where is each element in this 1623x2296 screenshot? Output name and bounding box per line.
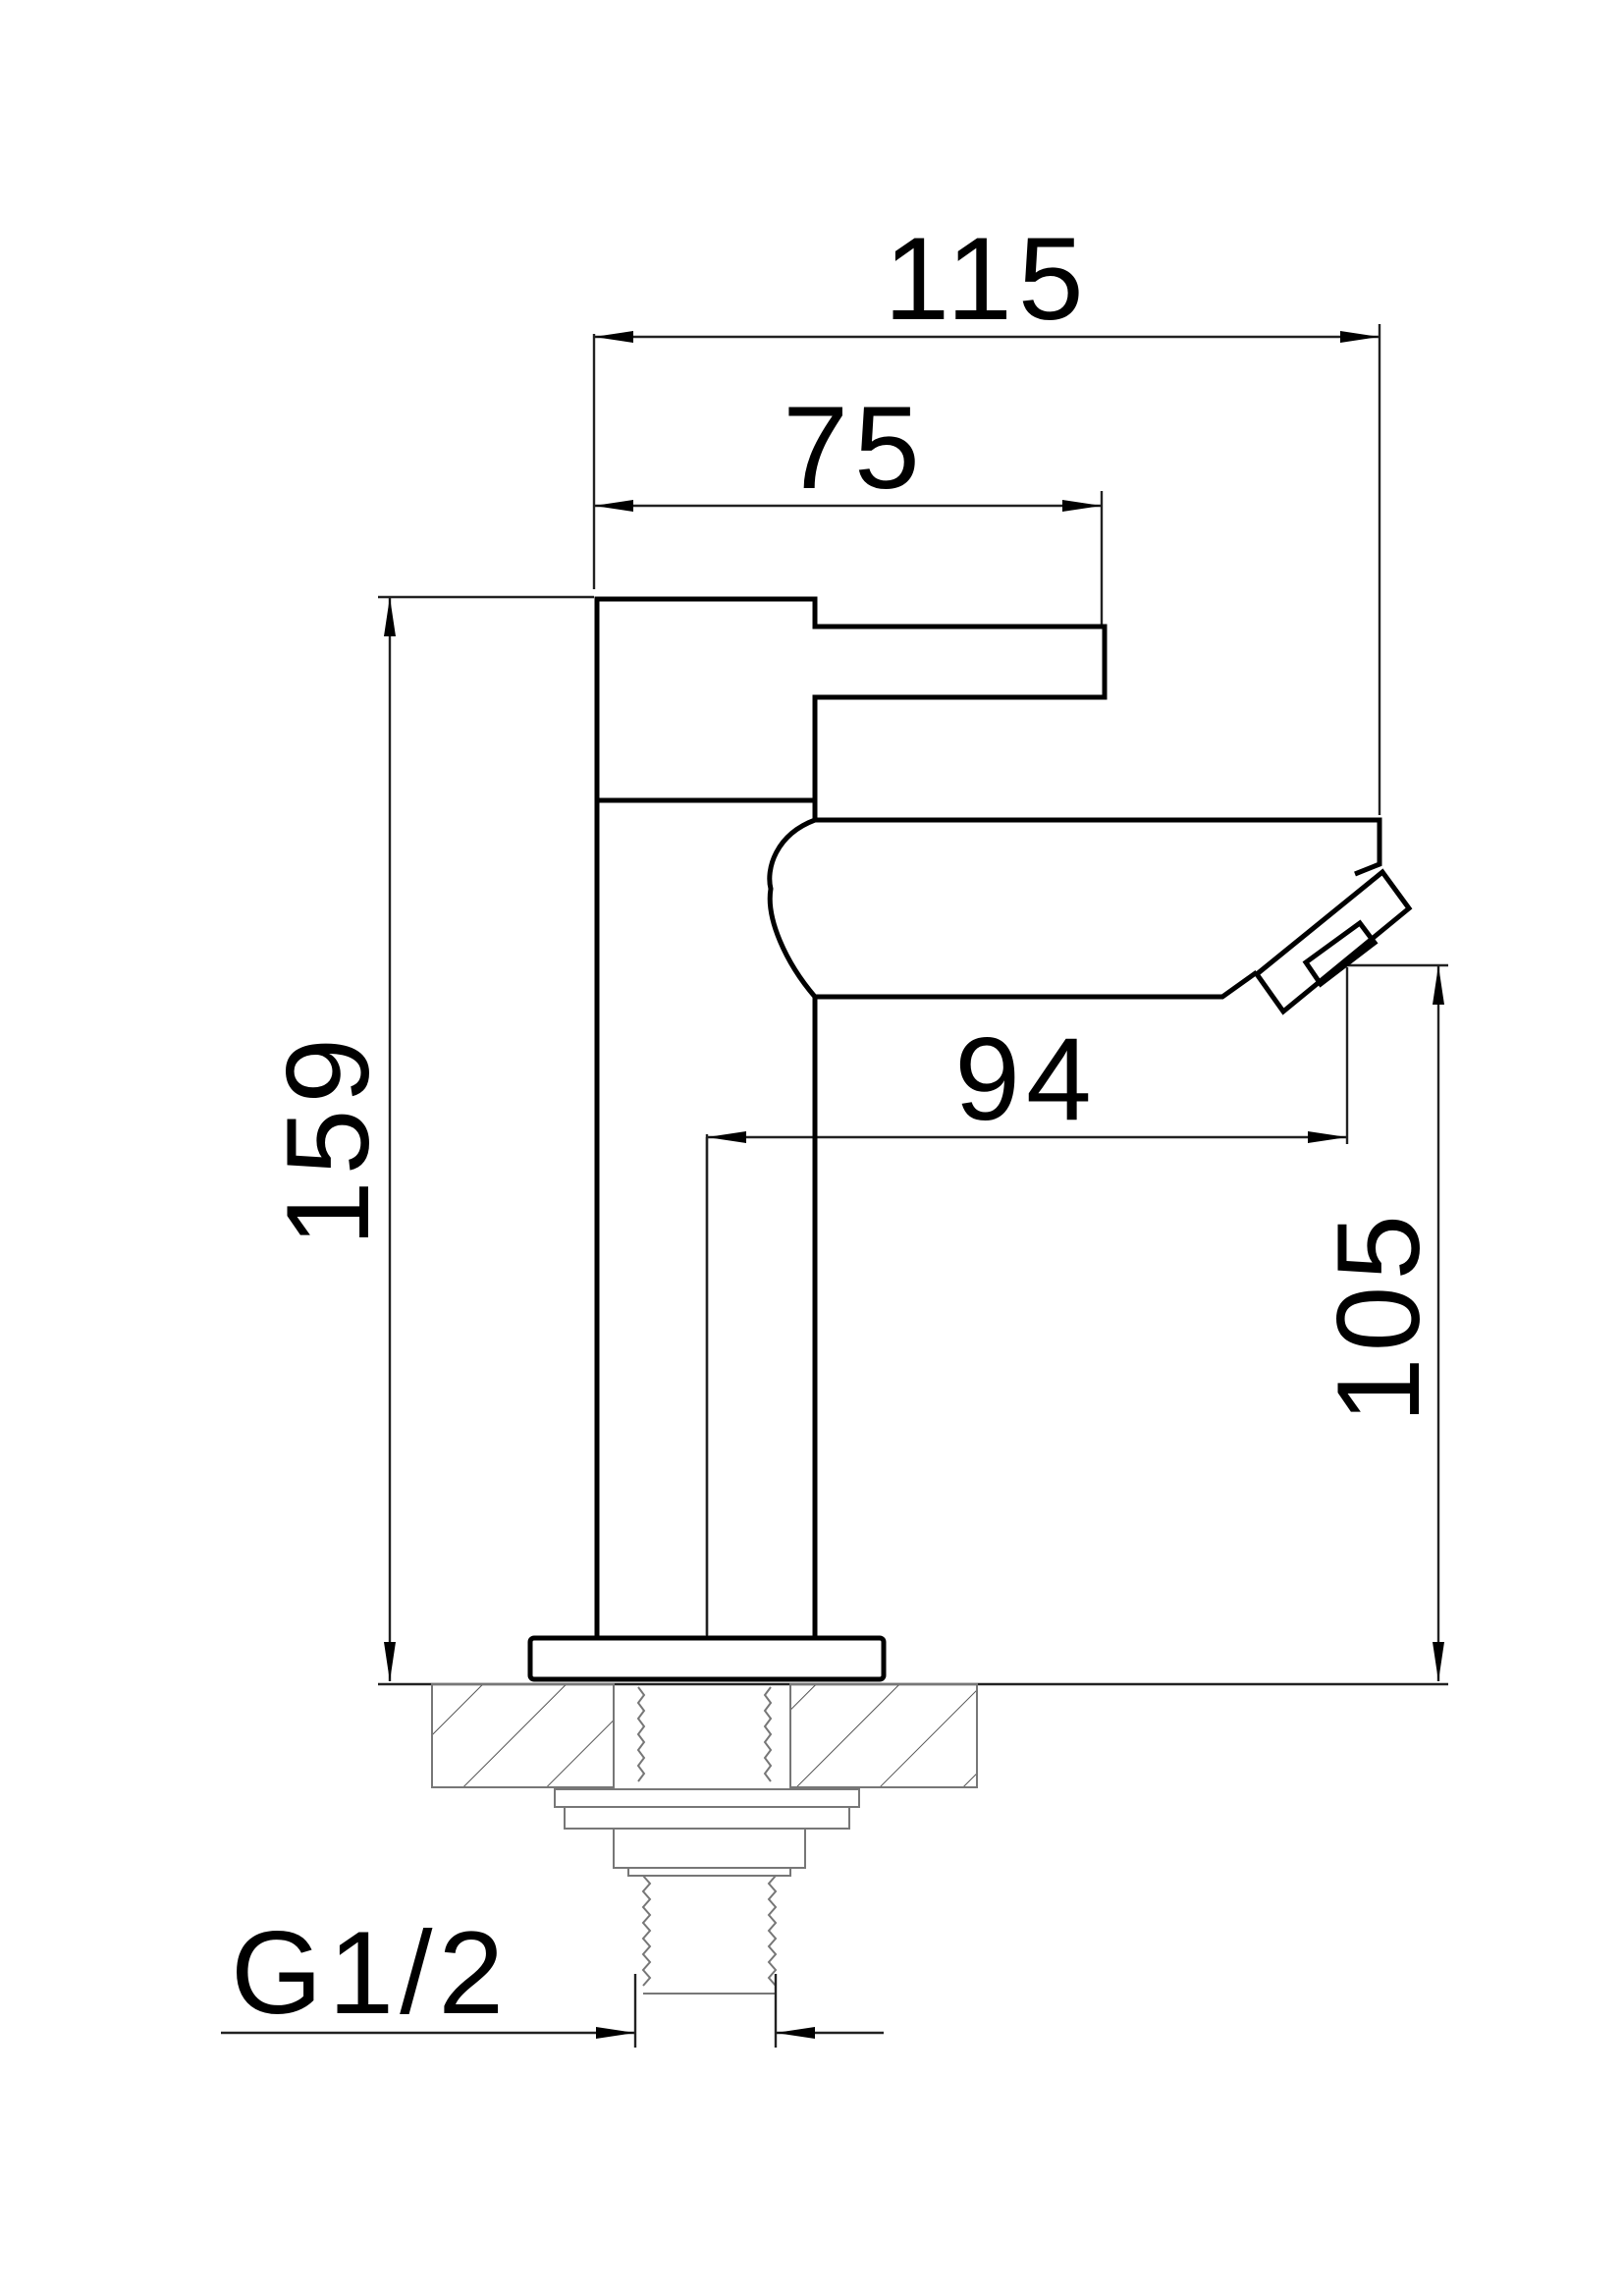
tap-body bbox=[527, 596, 1413, 1682]
worktop-section bbox=[431, 1683, 978, 1788]
fixing-nut bbox=[554, 1788, 860, 1877]
dim-label-spout-height: 105 bbox=[1313, 1209, 1444, 1423]
dim-spout-reach: 94 bbox=[705, 967, 1349, 1635]
dim-handle-reach: 75 bbox=[594, 382, 1104, 629]
dim-label-overall-height: 159 bbox=[262, 1032, 394, 1246]
tap-aerator bbox=[1253, 868, 1413, 1015]
dim-overall-height: 159 bbox=[262, 595, 594, 1681]
dim-label-overall-width: 115 bbox=[884, 213, 1089, 345]
tap-base-rosette bbox=[527, 1635, 887, 1682]
tap-spout bbox=[767, 817, 1382, 1000]
dim-overall-width: 115 bbox=[592, 213, 1381, 815]
dim-label-spout-reach: 94 bbox=[954, 1013, 1097, 1145]
dim-thread-size: G1/2 bbox=[221, 1907, 884, 2048]
tap-handle bbox=[594, 596, 1108, 803]
dim-spout-height: 105 bbox=[1313, 963, 1448, 1681]
threaded-tail bbox=[641, 1875, 778, 1995]
dim-label-handle-reach: 75 bbox=[783, 382, 925, 514]
dim-label-thread-size: G1/2 bbox=[231, 1907, 510, 2039]
